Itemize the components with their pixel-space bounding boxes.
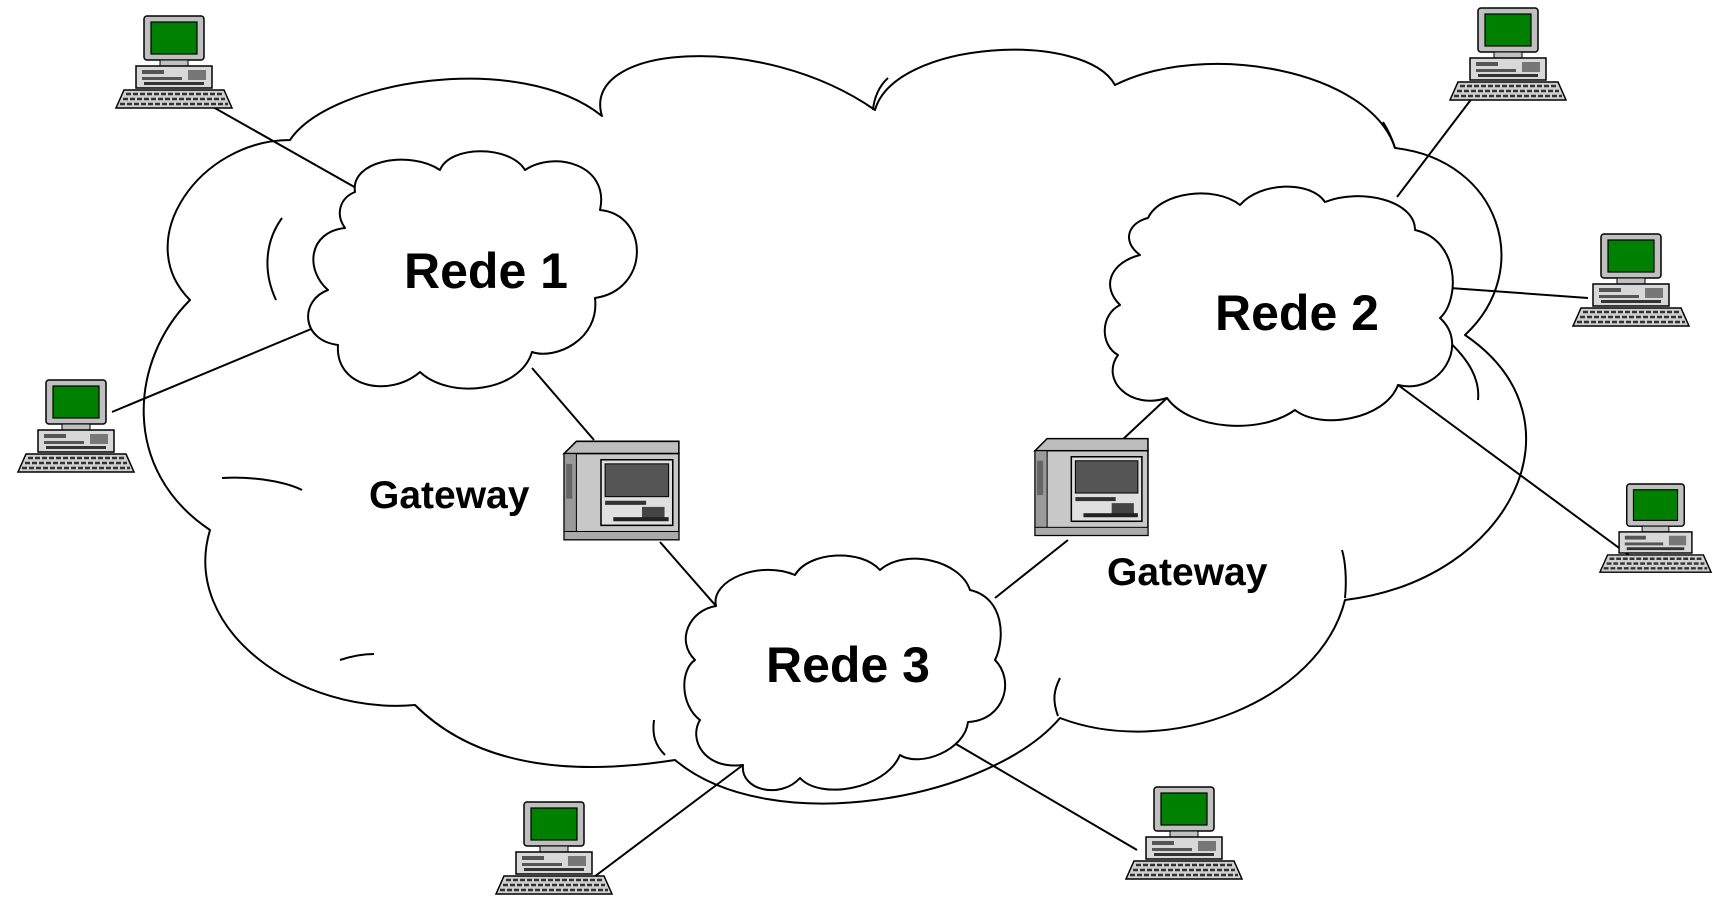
desktop-computer-icon (1124, 785, 1244, 881)
desktop-computer-icon (494, 800, 614, 896)
desktop-computer-icon (1598, 482, 1713, 574)
cloud-accent (1053, 677, 1061, 717)
network-label-rede-2: Rede 2 (1215, 285, 1379, 341)
cloud-accent (652, 719, 666, 756)
cloud-accent (339, 653, 375, 661)
network-links (111, 88, 1631, 881)
desktop-computer-icon (1571, 232, 1691, 328)
gateway-server-icon (1034, 437, 1149, 537)
cloud-accent (221, 476, 303, 491)
cloud-accent (1382, 121, 1396, 149)
cloud-accent (1341, 549, 1347, 599)
desktop-computer-icon (1448, 6, 1568, 102)
desktop-computer-icon (114, 14, 234, 110)
desktop-computer-icon (16, 378, 136, 474)
network-cloud-rede-1 (307, 150, 638, 390)
cloud-accent (872, 77, 889, 111)
network-cloud-rede-3 (683, 554, 1007, 792)
network-label-rede-3: Rede 3 (766, 637, 930, 693)
gateway-server-icon (563, 440, 680, 541)
cloud-accent (266, 217, 283, 301)
gateway-label-left: Gateway (369, 474, 530, 517)
network-cloud-rede-2 (1103, 185, 1454, 427)
gateway-label-right: Gateway (1107, 551, 1268, 594)
network-label-rede-1: Rede 1 (404, 243, 568, 299)
